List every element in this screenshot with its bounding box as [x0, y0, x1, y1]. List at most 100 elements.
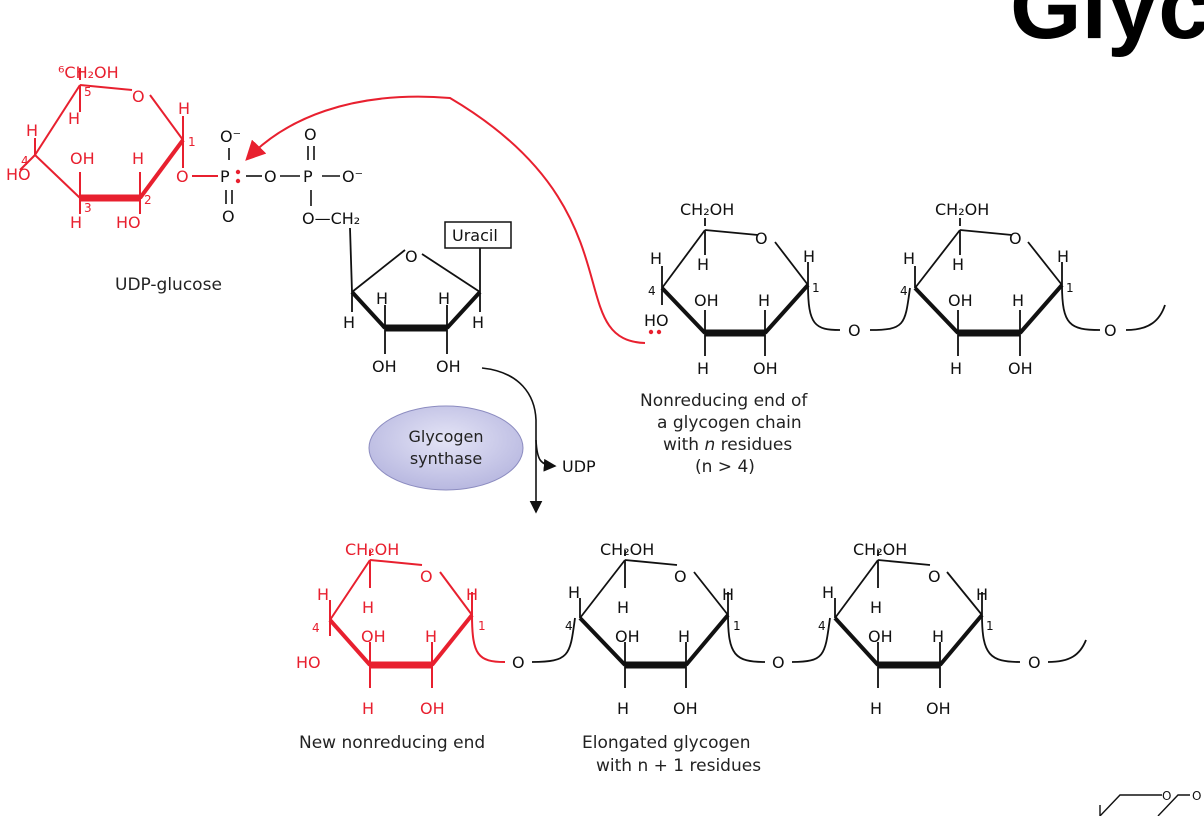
ribose-ring: [349, 227, 482, 354]
svg-text:4: 4: [21, 154, 29, 168]
svg-text:1: 1: [1066, 281, 1074, 295]
svg-text:H: H: [178, 99, 190, 118]
svg-text:O: O: [304, 125, 317, 144]
nonreducing-caption-line1: Nonreducing end of: [640, 391, 808, 411]
svg-text:OH: OH: [673, 699, 698, 718]
elongated-caption-line1: Elongated glycogen: [582, 733, 751, 753]
svg-text:O: O: [772, 653, 785, 672]
svg-text:P: P: [303, 167, 313, 186]
svg-text:H: H: [343, 313, 355, 332]
enzyme-label-line1: Glycogen: [408, 427, 483, 446]
svg-text:2: 2: [144, 193, 152, 207]
svg-text:H: H: [70, 213, 82, 232]
svg-text:O⁻: O⁻: [220, 127, 241, 146]
svg-text:OH: OH: [694, 291, 719, 310]
svg-text:HO: HO: [116, 213, 141, 232]
svg-text:H: H: [466, 585, 478, 604]
svg-text:H: H: [617, 598, 629, 617]
svg-text:OH: OH: [420, 699, 445, 718]
svg-text:CH₂OH: CH₂OH: [853, 540, 907, 559]
svg-text:CH₂OH: CH₂OH: [680, 200, 734, 219]
svg-text:1: 1: [478, 619, 486, 633]
svg-text:H: H: [952, 255, 964, 274]
svg-text:O⁻: O⁻: [342, 167, 363, 186]
svg-text:OH: OH: [753, 359, 778, 378]
enzyme-label-line2: synthase: [410, 449, 482, 468]
uracil-label: Uracil: [452, 226, 498, 245]
svg-text:1: 1: [733, 619, 741, 633]
svg-text:H: H: [697, 359, 709, 378]
svg-text:H: H: [697, 255, 709, 274]
svg-text:O: O: [674, 567, 687, 586]
svg-text:H: H: [950, 359, 962, 378]
svg-text:H: H: [903, 249, 915, 268]
svg-text:O: O: [405, 247, 418, 266]
cropped-ring-fragments: [1099, 794, 1190, 816]
reaction-arrow: [481, 367, 557, 514]
svg-text:H: H: [822, 583, 834, 602]
svg-text:O: O: [1192, 789, 1201, 803]
svg-text:H: H: [132, 149, 144, 168]
svg-text:H: H: [362, 699, 374, 718]
nonreducing-caption-line2: a glycogen chain: [657, 413, 802, 433]
svg-text:4: 4: [565, 619, 573, 633]
svg-text:H: H: [870, 598, 882, 617]
svg-text:H: H: [568, 583, 580, 602]
udp-glucose-label: UDP-glucose: [115, 275, 222, 295]
svg-text:HO: HO: [6, 165, 31, 184]
svg-text:H: H: [650, 249, 662, 268]
svg-text:O: O: [176, 167, 189, 186]
svg-text:CH₂OH: CH₂OH: [935, 200, 989, 219]
elongated-chain-black: [531, 550, 1087, 688]
svg-text:O: O: [420, 567, 433, 586]
nonreducing-caption-line4: (n > 4): [695, 457, 755, 477]
svg-text:H: H: [425, 627, 437, 646]
svg-text:O: O: [848, 321, 861, 340]
svg-text:H: H: [803, 247, 815, 266]
svg-text:OH: OH: [1008, 359, 1033, 378]
svg-text:OH: OH: [615, 627, 640, 646]
svg-text:HO: HO: [296, 653, 321, 672]
svg-text:CH₂OH: CH₂OH: [345, 540, 399, 559]
new-end-caption: New nonreducing end: [299, 733, 485, 753]
svg-text:O: O: [1009, 229, 1022, 248]
udp-glucose-ring: [19, 68, 185, 214]
svg-text:OH: OH: [868, 627, 893, 646]
svg-text:1: 1: [812, 281, 820, 295]
phosphorus-atom: P: [220, 167, 230, 186]
svg-text:O—CH₂: O—CH₂: [302, 209, 360, 228]
svg-text:H: H: [722, 585, 734, 604]
svg-text:OH: OH: [70, 149, 95, 168]
svg-text:OH: OH: [926, 699, 951, 718]
atom-6-ch2oh: ⁶CH₂OH: [58, 63, 119, 82]
svg-text:H: H: [472, 313, 484, 332]
svg-text:3: 3: [84, 201, 92, 215]
svg-text:4: 4: [648, 284, 656, 298]
svg-text:OH: OH: [372, 357, 397, 376]
svg-text:H: H: [678, 627, 690, 646]
svg-text:4: 4: [312, 621, 320, 635]
nucleophilic-attack-arrow: [245, 95, 646, 344]
svg-text:H: H: [317, 585, 329, 604]
svg-text:O: O: [1104, 321, 1117, 340]
svg-text:H: H: [870, 699, 882, 718]
attacking-hydroxyl: HO: [644, 311, 669, 330]
svg-text:O: O: [264, 167, 277, 186]
svg-text:O: O: [755, 229, 768, 248]
svg-text:4: 4: [818, 619, 826, 633]
svg-text:H: H: [932, 627, 944, 646]
svg-text:H: H: [1057, 247, 1069, 266]
nonreducing-caption-line3: with n residues: [663, 435, 792, 455]
svg-text:O: O: [512, 653, 525, 672]
svg-text:H: H: [758, 291, 770, 310]
svg-text:H: H: [68, 109, 80, 128]
svg-text:O: O: [132, 87, 145, 106]
svg-text:H: H: [26, 121, 38, 140]
uracil-box: [444, 221, 512, 249]
svg-text:CH₂OH: CH₂OH: [600, 540, 654, 559]
svg-text:H: H: [617, 699, 629, 718]
svg-text:5: 5: [84, 85, 92, 99]
svg-text:OH: OH: [948, 291, 973, 310]
svg-text:1: 1: [188, 135, 196, 149]
phosphate-chain: [225, 146, 340, 206]
